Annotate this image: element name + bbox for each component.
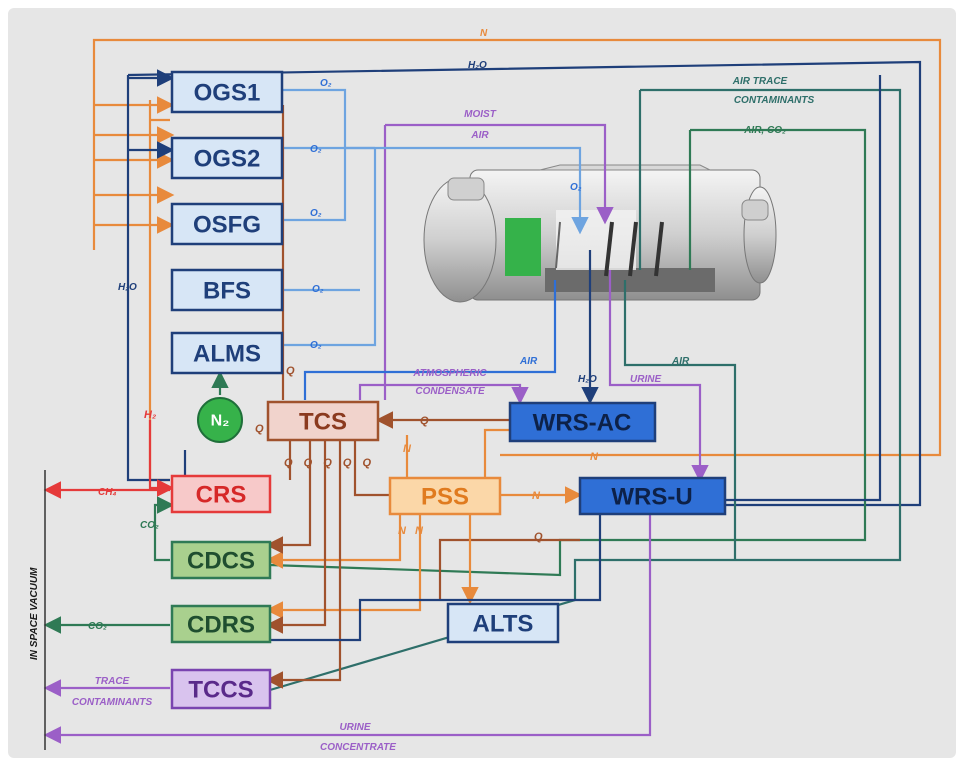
box-alts: ALTS	[446, 602, 560, 644]
box-crs: CRS	[170, 474, 272, 514]
box-osfg-label: OSFG	[193, 212, 261, 239]
label-co2-1: CO₂	[140, 520, 159, 531]
label-o2-2: O₂	[310, 144, 322, 155]
label-trace-2: CONTAMINANTS	[72, 697, 153, 708]
box-cdcs: CDCS	[170, 540, 272, 580]
label-q-crs: Q	[255, 423, 264, 435]
label-n-pss-top: N	[403, 443, 412, 455]
box-ogs2: OGS2	[170, 136, 284, 180]
label-n-right: N	[590, 451, 599, 463]
label-o2-1: O₂	[320, 78, 332, 89]
label-co2-2: CO₂	[88, 621, 107, 632]
box-pss-label: PSS	[421, 484, 469, 511]
box-tccs: TCCS	[170, 668, 272, 710]
label-air-2: AIR	[671, 356, 690, 367]
label-urine-conc-2: CONCENTRATE	[320, 742, 396, 753]
label-h2o-left: H₂O	[118, 282, 137, 293]
box-tcs-label: TCS	[299, 409, 347, 436]
label-ch4: CH₄	[98, 487, 116, 498]
label-atm-2: CONDENSATE	[415, 386, 485, 397]
box-ogs1: OGS1	[170, 70, 284, 114]
box-cdrs: CDRS	[170, 604, 272, 644]
label-h2: H₂	[144, 409, 156, 421]
box-wrs-ac: WRS-AC	[508, 401, 657, 443]
label-o2-5: O₂	[310, 340, 322, 351]
label-trace-1: TRACE	[95, 676, 130, 687]
subsystem-boxes: OGS1 OGS2 OSFG BFS ALMS N₂ TCS WRS-AC	[170, 70, 727, 710]
box-pss: PSS	[388, 476, 502, 516]
label-moist-2: AIR	[470, 130, 489, 141]
label-q-tcs-bottom: Q Q Q Q Q	[284, 457, 375, 469]
label-n-pss-right: N	[532, 490, 541, 502]
label-q-tcs-top: Q	[286, 365, 295, 377]
label-air-trace-2: CONTAMINANTS	[734, 95, 815, 106]
n2-circle: N₂	[197, 397, 243, 443]
label-urine: URINE	[630, 374, 661, 385]
label-urine-conc-1: URINE	[339, 722, 370, 733]
flow-labels: N H₂O AIR TRACE CONTAMINANTS AIR, CO₂ MO…	[29, 28, 815, 753]
station-module-illustration	[423, 164, 777, 303]
box-cdcs-label: CDCS	[187, 548, 255, 575]
label-h2o-mid: H₂O	[578, 374, 597, 385]
box-osfg: OSFG	[170, 202, 284, 246]
box-alms: ALMS	[170, 331, 284, 375]
label-air-trace-1: AIR TRACE	[732, 76, 788, 87]
box-tccs-label: TCCS	[188, 677, 253, 704]
label-space: IN SPACE VACUUM	[29, 567, 40, 660]
box-alts-label: ALTS	[473, 611, 534, 638]
label-q-wrs: Q	[420, 415, 429, 427]
box-wrs-ac-label: WRS-AC	[533, 410, 632, 437]
box-wrs-u-label: WRS-U	[611, 484, 692, 511]
box-ogs2-label: OGS2	[194, 146, 261, 173]
n2-label: N₂	[211, 413, 230, 430]
box-alms-label: ALMS	[193, 341, 261, 368]
label-n-top: N	[480, 28, 488, 39]
n-top-line	[92, 38, 942, 457]
label-atm-1: ATMOSPHERIC	[412, 368, 487, 379]
box-bfs: BFS	[170, 268, 284, 312]
label-moist-1: MOIST	[464, 109, 497, 120]
box-ogs1-label: OGS1	[194, 80, 261, 107]
box-crs-label: CRS	[196, 482, 247, 509]
label-h2o-top: H₂O	[468, 60, 487, 71]
box-tcs: TCS	[266, 400, 380, 442]
box-bfs-label: BFS	[203, 278, 251, 305]
h2o-top-line	[127, 60, 922, 507]
label-o2-module: O₂	[570, 182, 582, 193]
label-air-1: AIR	[519, 356, 538, 367]
label-q-pss: Q	[534, 531, 543, 543]
label-o2-4: O₂	[312, 284, 324, 295]
box-wrs-u: WRS-U	[578, 476, 727, 516]
label-o2-3: O₂	[310, 208, 322, 219]
label-air-co2: AIR, CO₂	[743, 125, 786, 136]
label-n-pss-bottom: N N	[398, 525, 426, 537]
box-cdrs-label: CDRS	[187, 612, 255, 639]
